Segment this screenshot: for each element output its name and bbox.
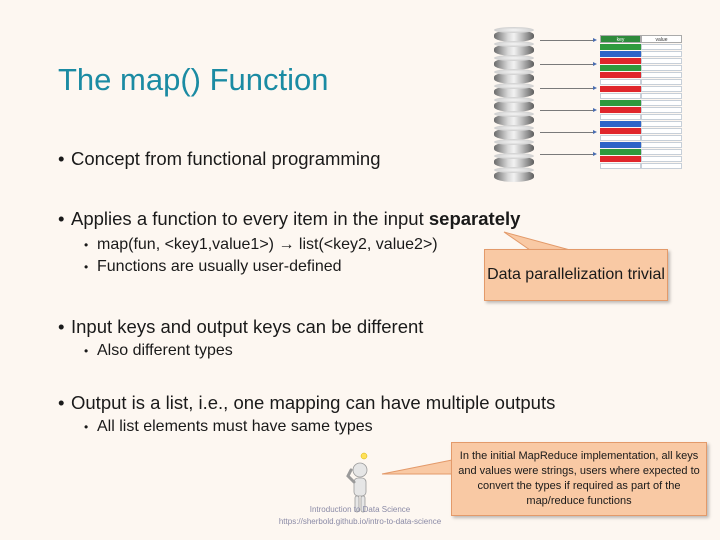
table-row: [600, 58, 682, 64]
sub-bullet-map-signature: •map(fun, <key1,value1>) → list(<key2, v…: [84, 236, 438, 253]
table-row: [600, 135, 682, 141]
table-row: [600, 44, 682, 50]
table-row: [600, 86, 682, 92]
arrow-4: [540, 108, 597, 112]
table-row: [600, 156, 682, 162]
arrow-6: [540, 152, 597, 156]
table-row: [600, 65, 682, 71]
footer-url[interactable]: https://sherbold.github.io/intro-to-data…: [278, 517, 442, 526]
bullet-keys-different: •Input keys and output keys can be diffe…: [58, 316, 424, 337]
callout-pointer-note: [381, 459, 453, 475]
table-row: [600, 51, 682, 57]
bullet-output-list: •Output is a list, i.e., one mapping can…: [58, 392, 556, 413]
sub-bullet-different-types: •Also different types: [84, 342, 233, 359]
table-row: [600, 100, 682, 106]
table-row: [600, 128, 682, 134]
arrow-2: [540, 62, 597, 66]
key-value-table: key value: [600, 35, 682, 169]
bullet-applies-function: •Applies a function to every item in the…: [58, 208, 521, 229]
arrow-5: [540, 130, 597, 134]
emphasis-separately: separately: [428, 208, 521, 229]
bullet-functional-programming: •Concept from functional programming: [58, 148, 381, 169]
thinking-figure-icon: [346, 452, 368, 513]
table-row: [600, 114, 682, 120]
slide-title: The map() Function: [58, 62, 329, 97]
table-header-key: key: [600, 35, 641, 43]
table-row: [600, 79, 682, 85]
table-row: [600, 93, 682, 99]
table-row: [600, 72, 682, 78]
arrow-1: [540, 38, 597, 42]
table-row: [600, 142, 682, 148]
sub-bullet-same-types: •All list elements must have same types: [84, 418, 373, 435]
sub-bullet-user-defined: •Functions are usually user-defined: [84, 258, 342, 275]
table-row: [600, 107, 682, 113]
callout-data-parallelization: Data parallelization trivial: [484, 249, 668, 301]
table-row: [600, 163, 682, 169]
slide-footer: Introduction to Data Science https://she…: [270, 504, 450, 528]
table-row: [600, 121, 682, 127]
table-header-value: value: [641, 35, 682, 43]
arrow-3: [540, 86, 597, 90]
callout-mapreduce-note: In the initial MapReduce implementation,…: [451, 442, 707, 516]
table-header: key value: [600, 35, 682, 43]
footer-course: Introduction to Data Science: [309, 505, 411, 514]
table-row: [600, 149, 682, 155]
database-stack-icon: [494, 27, 534, 184]
